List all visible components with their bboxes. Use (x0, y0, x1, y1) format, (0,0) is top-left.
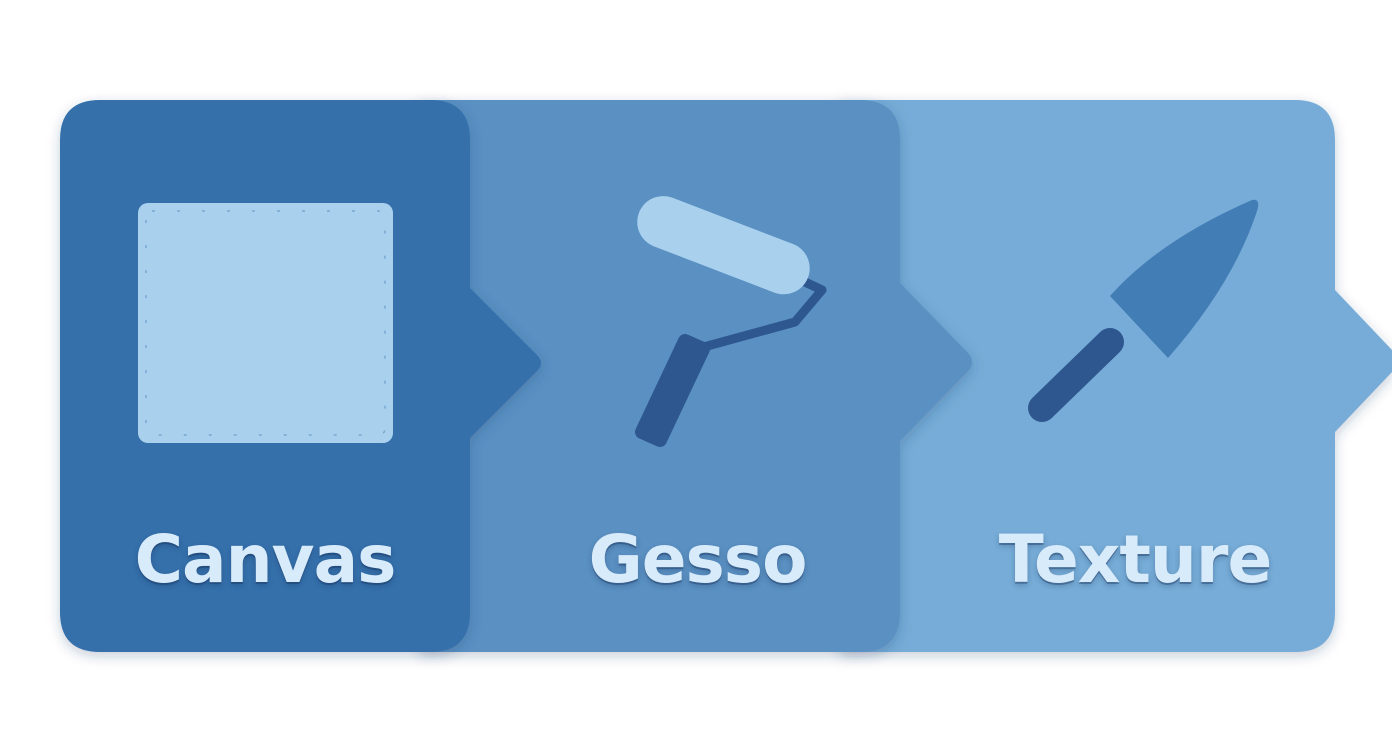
palette-knife-icon (1028, 199, 1259, 422)
step-texture-panel (840, 100, 1392, 652)
step-label-texture: Texture (998, 521, 1272, 598)
canvas-square-icon (138, 203, 393, 443)
step-label-canvas: Canvas (134, 521, 397, 598)
step-label-gesso: Gesso (588, 521, 808, 598)
paint-roller-icon (635, 196, 827, 447)
